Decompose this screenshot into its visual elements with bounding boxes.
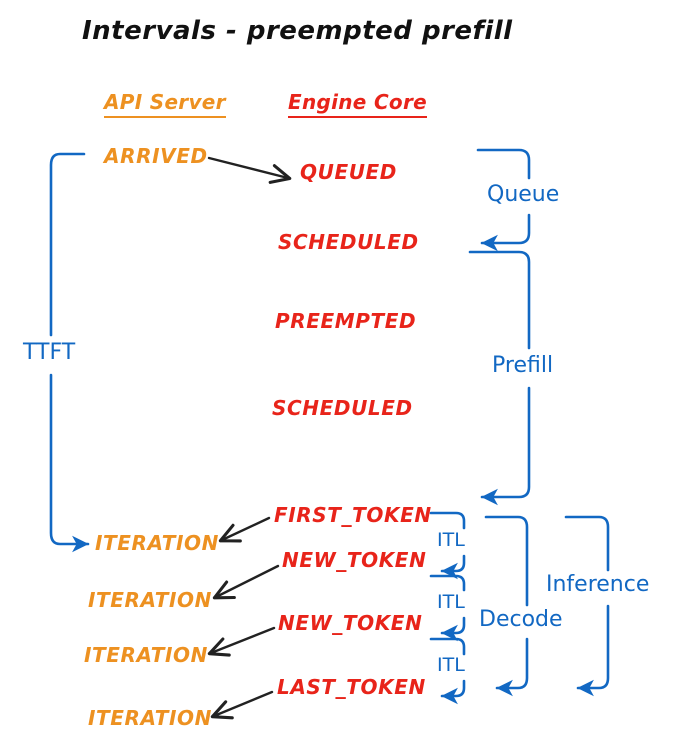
arrow-new-token-1-to-iteration-2 bbox=[212, 564, 280, 600]
interval-label-itl-3: ITL bbox=[437, 654, 465, 676]
bracket-itl-3-bottom bbox=[440, 679, 466, 705]
bracket-itl-2-bottom bbox=[440, 616, 466, 642]
state-iteration-2: ITERATION bbox=[88, 588, 212, 612]
bracket-prefill-top bbox=[468, 250, 531, 350]
state-first-token: FIRST_TOKEN bbox=[274, 503, 432, 527]
state-iteration-3: ITERATION bbox=[84, 643, 208, 667]
state-iteration-1: ITERATION bbox=[95, 531, 219, 555]
interval-label-itl-2: ITL bbox=[437, 591, 465, 613]
state-arrived: ARRIVED bbox=[104, 144, 208, 168]
arrow-first-token-to-iteration-1 bbox=[218, 516, 271, 543]
bracket-queue-top bbox=[476, 148, 531, 180]
interval-label-itl-1: ITL bbox=[437, 529, 465, 551]
state-iteration-4: ITERATION bbox=[88, 706, 212, 730]
interval-label-ttft: TTFT bbox=[23, 340, 76, 365]
bracket-itl-3-top bbox=[429, 637, 466, 656]
bracket-itl-2-top bbox=[429, 574, 466, 592]
bracket-prefill-bottom bbox=[480, 386, 531, 506]
bracket-inference-top bbox=[564, 515, 610, 572]
arrow-arrived-to-queued bbox=[207, 156, 292, 184]
state-queued: QUEUED bbox=[300, 160, 398, 184]
bracket-queue-bottom bbox=[480, 213, 531, 252]
interval-label-queue: Queue bbox=[487, 182, 560, 207]
bracket-itl-1-bottom bbox=[440, 554, 466, 580]
bracket-decode-top bbox=[484, 515, 529, 607]
arrow-last-token-to-iteration-4 bbox=[210, 690, 274, 720]
arrow-new-token-2-to-iteration-3 bbox=[207, 626, 276, 657]
state-new-token-2: NEW_TOKEN bbox=[278, 611, 423, 635]
bracket-inference-bottom bbox=[576, 604, 610, 697]
column-header-engine-core: Engine Core bbox=[288, 90, 427, 118]
bracket-ttft-bottom bbox=[49, 373, 90, 553]
interval-label-prefill: Prefill bbox=[492, 353, 554, 378]
state-new-token-1: NEW_TOKEN bbox=[282, 548, 427, 572]
state-last-token: LAST_TOKEN bbox=[277, 675, 426, 699]
page-title: Intervals - preempted prefill bbox=[82, 16, 513, 46]
interval-brackets bbox=[49, 148, 610, 705]
bracket-decode-bottom bbox=[495, 637, 529, 697]
state-preempted: PREEMPTED bbox=[275, 309, 417, 333]
transition-arrows bbox=[207, 156, 292, 720]
bracket-ttft-top bbox=[49, 152, 86, 337]
bracket-itl-1-top bbox=[429, 511, 466, 530]
state-scheduled-2: SCHEDULED bbox=[272, 396, 413, 420]
state-scheduled-1: SCHEDULED bbox=[278, 230, 419, 254]
interval-label-decode: Decode bbox=[479, 607, 563, 632]
column-header-api-server: API Server bbox=[104, 90, 226, 118]
interval-label-inference: Inference bbox=[546, 572, 650, 597]
